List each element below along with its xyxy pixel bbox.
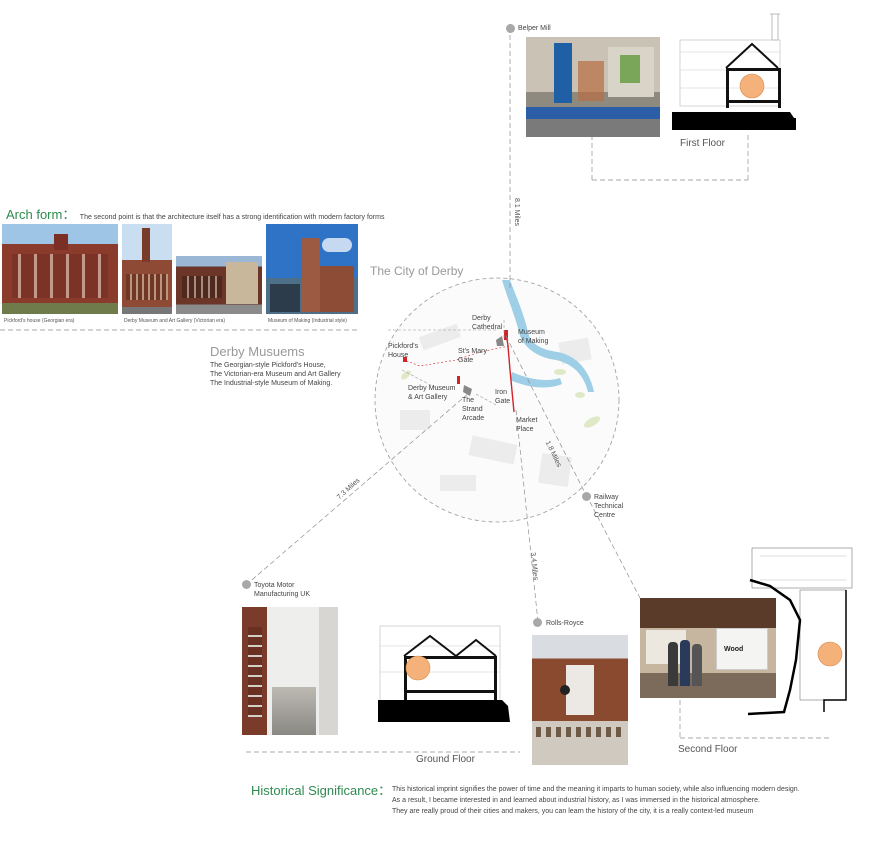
river — [502, 280, 594, 392]
photo-museum-of-making — [266, 224, 358, 314]
museums-line-1: The Georgian-style Pickford's House, — [210, 362, 326, 369]
caption-pickfords: Pickford's house (Georgian era) — [4, 318, 75, 324]
photo-derby-museum — [122, 224, 172, 314]
arch-form-text: The second point is that the architectur… — [79, 214, 385, 221]
caption-museum-of-making: Museum of Making (Industrial style) — [268, 318, 347, 324]
caption-derby-museum: Derby Museum and Art Gallery (Victorian … — [124, 318, 226, 324]
museums-line-2: The Victorian-era Museum and Art Gallery — [210, 371, 341, 378]
significance-title: Historical Significance： — [251, 783, 392, 798]
significance-line-2: As a result, I became interested in and … — [392, 797, 760, 804]
photo-derby-museum-2 — [176, 256, 262, 314]
significance-line-1: This historical imprint signifies the po… — [392, 786, 800, 793]
belper-dot — [506, 24, 515, 33]
photo-railway-interior: Wood — [640, 598, 776, 698]
map-parks — [401, 369, 601, 428]
label-second-floor: Second Floor — [678, 744, 738, 755]
significance-line-3: They are really proud of their cities an… — [392, 808, 754, 815]
rolls-dot — [533, 618, 542, 627]
arch-form-title: Arch form： — [6, 207, 76, 222]
label-derby-museum: Derby Museum& Art Gallery — [408, 385, 456, 401]
map-title: The City of Derby — [370, 264, 464, 278]
toyota-dot — [242, 580, 251, 589]
label-first-floor: First Floor — [680, 138, 725, 149]
photo-rolls-interior — [532, 635, 628, 765]
photo-belper-interior — [526, 37, 660, 137]
label-ground-floor: Ground Floor — [416, 754, 475, 765]
museums-line-3: The Industrial-style Museum of Making. — [210, 380, 333, 387]
railway-dot — [582, 492, 591, 501]
photo-toyota-interior — [242, 607, 338, 735]
museums-title: Derby Musuems — [210, 344, 305, 359]
photo-pickfords-house — [2, 224, 118, 314]
arch-form-heading: Arch form： The second point is that the … — [6, 204, 384, 224]
sign-word: Wood — [724, 646, 744, 653]
rolls-label: Rolls-Royce — [546, 620, 584, 627]
belper-label: Belper Mill — [518, 25, 551, 32]
